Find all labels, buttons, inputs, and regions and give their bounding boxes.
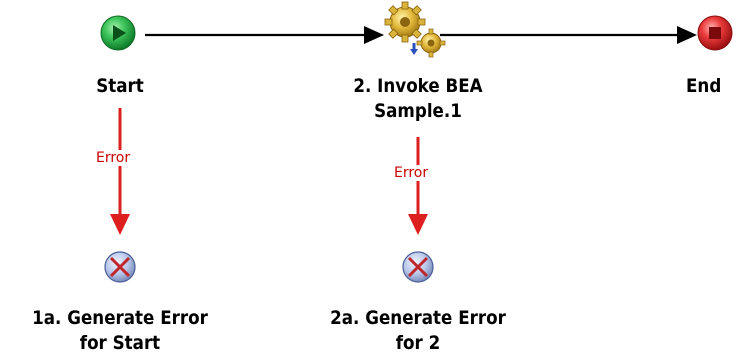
error-start-node-label: 1a. Generate Error for Start bbox=[19, 306, 221, 356]
error-invoke-node-label: 2a. Generate Error for 2 bbox=[317, 306, 519, 356]
invoke-node-icon[interactable] bbox=[384, 1, 446, 58]
gears-icon bbox=[384, 1, 446, 58]
start-node-icon[interactable] bbox=[100, 15, 136, 51]
error-cross-icon bbox=[104, 251, 136, 283]
error-invoke-node-label-line2: for 2 bbox=[395, 332, 441, 354]
error-edge-label: Error bbox=[95, 150, 132, 166]
start-node-label: Start bbox=[96, 75, 144, 97]
stop-icon bbox=[709, 27, 721, 39]
invoke-node-label-line2: Sample.1 bbox=[374, 100, 462, 122]
error-start-node-label-line1: 1a. Generate Error bbox=[32, 307, 208, 329]
error-cross-icon bbox=[402, 251, 434, 283]
invoke-node-label: 2. Invoke BEA Sample.1 bbox=[330, 74, 506, 124]
error-edge-label: Error bbox=[393, 165, 430, 181]
error-invoke-node-icon[interactable] bbox=[402, 251, 434, 283]
error-edge-invoke bbox=[408, 137, 428, 235]
edge-start-to-invoke bbox=[145, 26, 384, 44]
edge-invoke-to-end bbox=[440, 26, 697, 44]
invoke-node-label-line1: 2. Invoke BEA bbox=[353, 75, 483, 97]
error-start-node-label-line2: for Start bbox=[79, 332, 161, 354]
error-start-node-icon[interactable] bbox=[104, 251, 136, 283]
play-icon bbox=[113, 25, 126, 41]
error-edge-start bbox=[110, 108, 130, 235]
error-invoke-node-label-line1: 2a. Generate Error bbox=[330, 307, 506, 329]
end-node-label: End bbox=[686, 75, 722, 97]
end-node-icon[interactable] bbox=[697, 15, 733, 51]
